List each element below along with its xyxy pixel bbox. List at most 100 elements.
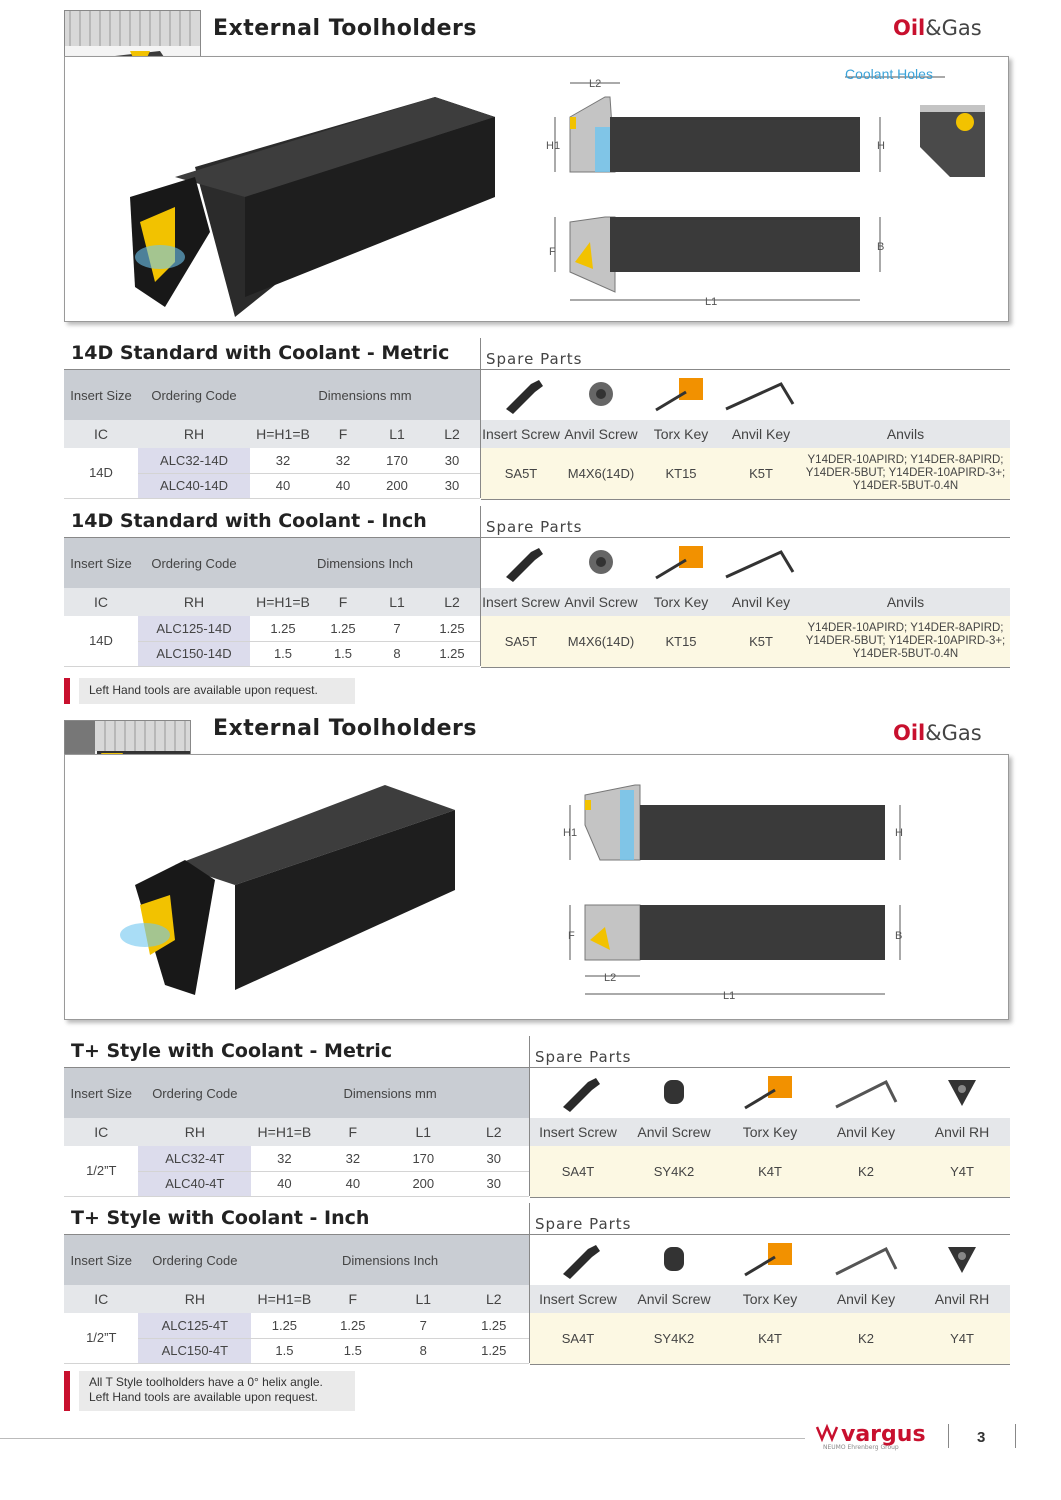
t4-f-value: 1.25 xyxy=(317,1313,389,1339)
section2-title: External Toolholders xyxy=(213,716,477,741)
t3-dimensions-header: Dimensions mm xyxy=(251,1068,529,1118)
anvil-screw-icon xyxy=(664,1246,684,1271)
table-row: 14D ALC32-14D 32 32 170 30 xyxy=(64,448,480,499)
t3-l2-value: 30 xyxy=(458,1171,529,1197)
anvil-screw-icon xyxy=(589,549,613,574)
oil-gas-logo: Oil&Gas xyxy=(893,16,982,40)
t3-title: T+ Style with Coolant - Metric xyxy=(71,1040,393,1062)
t2-f-value: 1.25 xyxy=(316,616,370,642)
t1-h-value: 40 xyxy=(250,473,316,499)
note1: Left Hand tools are available upon reque… xyxy=(79,678,355,704)
t2-anvil-key-value: K5T xyxy=(721,616,801,667)
t2-anvils-header: Anvils xyxy=(801,588,1010,616)
t1-l2-value: 30 xyxy=(424,473,480,499)
section2-illustration: H1 H F B L2 L1 xyxy=(120,784,903,1002)
table-row: 14D ALC125-14D 1.25 1.25 7 1.25 xyxy=(64,616,480,667)
t2-insert-screw-value: SA5T xyxy=(481,616,561,667)
t1-anvils-header: Anvils xyxy=(801,420,1010,448)
dim-h-label: H xyxy=(895,827,903,839)
t3-anvil-key-value: K2 xyxy=(818,1146,914,1197)
t1-anvil-screw-header: Anvil Screw xyxy=(561,420,641,448)
t4-dimensions-header: Dimensions Inch xyxy=(251,1235,529,1285)
t2-f-header: F xyxy=(316,588,370,616)
t2-anvils-line: Y14DER-10APIRD; Y14DER-8APIRD; xyxy=(807,621,1004,634)
t1-l2-value: 30 xyxy=(424,448,480,474)
t1-f-header: F xyxy=(316,420,370,448)
t3-insert-size-header: Insert Size xyxy=(64,1068,139,1118)
t1-title: 14D Standard with Coolant - Metric xyxy=(71,342,450,364)
t4-l2-header: L2 xyxy=(458,1285,529,1313)
t3-ic-value: 1/2”T xyxy=(64,1146,139,1197)
t4-anvil-screw-value: SY4K2 xyxy=(626,1313,722,1364)
t4-ic-header: IC xyxy=(64,1285,139,1313)
t2-anvil-key-header: Anvil Key xyxy=(721,588,801,616)
insert-screw-icon xyxy=(563,1244,600,1279)
section1-illustration: L2 H1 H F B L1 Coolant Holes xyxy=(130,66,985,317)
t4-anvil-rh-header: Anvil RH xyxy=(914,1285,1010,1313)
t3-torx-key-value: K4T xyxy=(722,1146,818,1197)
t4-spare-title: Spare Parts xyxy=(535,1215,632,1233)
t3-torx-key-header: Torx Key xyxy=(722,1118,818,1146)
t2-ordering-code-header: Ordering Code xyxy=(138,538,250,588)
t3-anvil-rh-header: Anvil RH xyxy=(914,1118,1010,1146)
t3-spare-parts-table: Insert Screw Anvil Screw Torx Key Anvil … xyxy=(530,1068,1010,1198)
t1-l1-header: L1 xyxy=(370,420,424,448)
t4-anvil-screw-header: Anvil Screw xyxy=(626,1285,722,1313)
t3-anvil-screw-value: SY4K2 xyxy=(626,1146,722,1197)
t4-f-header: F xyxy=(317,1285,389,1313)
t1-h-value: 32 xyxy=(250,448,316,474)
t3-ic-header: IC xyxy=(64,1118,139,1146)
t4-torx-key-header: Torx Key xyxy=(722,1285,818,1313)
insert-screw-icon xyxy=(563,1077,600,1112)
t3-rh-code: ALC40-4T xyxy=(138,1171,252,1197)
table-row: 1/2”T ALC32-4T 32 32 170 30 xyxy=(64,1146,529,1197)
t4-rh-code: ALC150-4T xyxy=(138,1338,252,1364)
t3-ordering-code-header: Ordering Code xyxy=(138,1068,252,1118)
section1-banner: L2 H1 H F B L1 Coolant Holes xyxy=(64,56,1009,322)
table-row: 1/2”T ALC125-4T 1.25 1.25 7 1.25 xyxy=(64,1313,529,1364)
t4-l2-value: 1.25 xyxy=(458,1338,529,1364)
t2-rh-code: ALC125-14D xyxy=(138,616,250,642)
table-row: ALC150-4T 1.5 1.5 8 1.25 xyxy=(64,1338,529,1364)
insert-screw-icon xyxy=(506,547,543,582)
t4-anvil-key-header: Anvil Key xyxy=(818,1285,914,1313)
t4-insert-size-header: Insert Size xyxy=(64,1235,139,1285)
t1-l1-value: 170 xyxy=(370,448,424,474)
t1-hh1b-header: H=H1=B xyxy=(250,420,316,448)
dim-f-label: F xyxy=(568,930,575,942)
t1-anvil-key-header: Anvil Key xyxy=(721,420,801,448)
t2-l2-value: 1.25 xyxy=(424,641,480,667)
t3-f-header: F xyxy=(317,1118,389,1146)
t3-f-value: 32 xyxy=(317,1146,389,1172)
torx-key-icon xyxy=(744,1242,792,1276)
table-row: ALC40-4T 40 40 200 30 xyxy=(64,1171,529,1197)
t3-l1-value: 200 xyxy=(388,1171,459,1197)
anvil-rh-icon xyxy=(948,1079,976,1106)
t2-hh1b-header: H=H1=B xyxy=(250,588,316,616)
note2-accent-bar xyxy=(64,1371,70,1411)
t3-l1-value: 170 xyxy=(388,1146,459,1172)
t3-l2-value: 30 xyxy=(458,1146,529,1172)
t3-h-value: 40 xyxy=(251,1171,318,1197)
t3-insert-screw-value: SA4T xyxy=(530,1146,626,1197)
t4-anvil-key-value: K2 xyxy=(818,1313,914,1364)
t1-spare-parts-table: Insert Screw Anvil Screw Torx Key Anvil … xyxy=(481,370,1010,500)
dim-h1-label: H1 xyxy=(546,140,560,152)
t1-ic-value: 14D xyxy=(64,448,138,499)
anvil-rh-icon xyxy=(948,1246,976,1273)
section2-banner: H1 H F B L2 L1 xyxy=(64,754,1009,1020)
t2-dimensions-table: Insert Size Ordering Code Dimensions Inc… xyxy=(64,538,480,667)
note2: All T Style toolholders have a 0° helix … xyxy=(79,1371,355,1411)
t2-insert-size-header: Insert Size xyxy=(64,538,138,588)
t1-insert-size-header: Insert Size xyxy=(64,370,138,420)
t4-f-value: 1.5 xyxy=(317,1338,389,1364)
t3-hh1b-header: H=H1=B xyxy=(251,1118,318,1146)
dim-b-label: B xyxy=(877,241,884,253)
t2-ic-value: 14D xyxy=(64,616,138,667)
vargus-logo-mark: vargus NEUMO Ehrenberg Group xyxy=(815,1422,926,1451)
t4-ic-value: 1/2”T xyxy=(64,1313,139,1364)
t2-l2-header: L2 xyxy=(424,588,480,616)
t4-rh-header: RH xyxy=(138,1285,252,1313)
dim-l1-label: L1 xyxy=(723,990,735,1002)
t1-ordering-code-header: Ordering Code xyxy=(138,370,250,420)
